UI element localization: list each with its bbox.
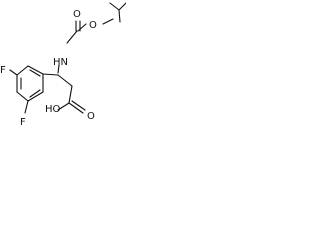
bond-ring-to-fluorine-top [9,69,18,76]
bond-acid-c-to-oh [57,102,70,111]
bond-n-to-chiral-c [57,64,60,74]
atom-label-oxygen-ester: O [89,20,97,31]
ring-double-3 [29,89,41,98]
bond-ch2-to-acid-c [68,85,73,104]
atom-label-hydroxyl: HO [45,104,61,115]
ring-bond-6 [27,91,44,102]
bond-tbu-branch-3 [118,9,121,23]
bond-tbu-to-oxygen [102,18,114,25]
ring-double-1 [29,69,41,77]
ring-bond-5 [16,91,29,102]
atom-label-oxygen-carbonyl: O [73,9,81,20]
ring-bond-2 [27,65,44,75]
atom-label-oxygen-acid-carbonyl: O [87,111,95,122]
bond-tbu-branch-1 [109,2,120,11]
bond-ester-o-to-carbonyl-c [77,23,87,32]
atom-label-fluorine-bottom: F [20,117,26,128]
bond-ring-to-fluorine-bottom [24,100,29,114]
bond-tbu-branch-2 [118,2,126,11]
atom-label-nitrogen-amide: HN [53,57,68,68]
bond-carbonyl-c-to-n [66,30,78,44]
bond-acid-c-to-o-double [71,100,86,111]
bond-acid-c-to-o [68,102,84,114]
ring-bond-1 [42,73,59,76]
ring-bond-3 [16,65,29,76]
bond-chiral-c-to-ch2 [57,74,73,87]
atom-label-fluorine-top: F [0,65,6,76]
molecule-structure: O O HN F F HO O [0,2,126,128]
